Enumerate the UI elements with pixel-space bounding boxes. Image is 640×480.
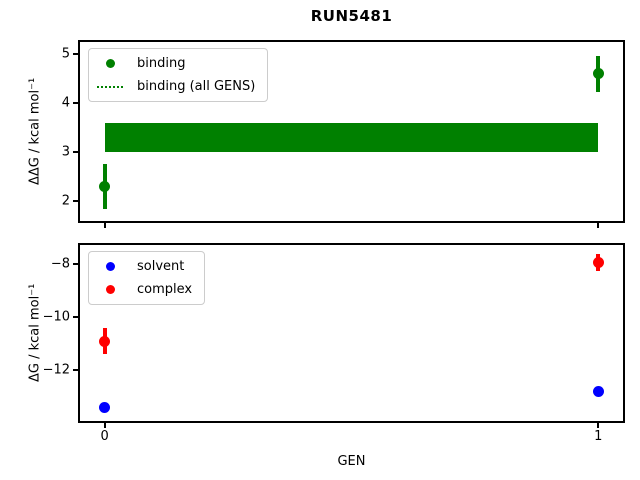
y-tick-mark <box>73 369 78 372</box>
complex-data-point <box>99 335 111 347</box>
bottom-plot-area: solvent complex −8 −10 −12 0 1 <box>43 243 625 444</box>
binding-data-point <box>592 68 604 80</box>
legend-swatch-cell <box>97 59 123 68</box>
solvent-data-point <box>99 402 111 414</box>
legend-item-complex: complex <box>97 280 192 299</box>
uncertainty-band <box>104 122 599 153</box>
binding-data-point <box>99 181 111 193</box>
legend-item-binding-all-gens: binding (all GENS) <box>97 77 255 96</box>
legend-swatch-cell <box>97 285 123 294</box>
legend-swatch-cell <box>97 85 123 88</box>
top-y-axis-label: ΔΔG / kcal mol⁻¹ <box>27 77 43 186</box>
x-tick-label: 0 <box>100 429 109 444</box>
solvent-marker-icon <box>105 262 115 271</box>
y-tick-mark <box>73 316 78 318</box>
legend-swatch-cell <box>97 262 123 271</box>
legend-label-complex: complex <box>137 282 193 297</box>
y-tick-mark <box>73 102 78 105</box>
y-tick-label: −8 <box>50 256 70 272</box>
x-tick-mark <box>597 223 600 228</box>
legend-label-binding: binding <box>137 56 186 71</box>
legend-item-binding: binding <box>97 54 255 73</box>
x-tick-mark <box>103 423 106 428</box>
top-plot-area: binding binding (all GENS) 2 3 4 5 <box>62 40 625 228</box>
binding-marker-icon <box>105 59 115 68</box>
complex-marker-icon <box>105 285 115 294</box>
legend-label-solvent: solvent <box>137 259 185 274</box>
bottom-y-axis-label: ΔG / kcal mol⁻¹ <box>27 283 43 383</box>
y-tick-label: −12 <box>42 362 70 378</box>
legend-label-binding-all-gens: binding (all GENS) <box>137 79 256 94</box>
complex-data-point <box>592 256 604 268</box>
y-tick-mark <box>73 262 78 265</box>
bottom-legend: solvent complex <box>88 251 206 305</box>
y-tick-mark <box>73 200 78 203</box>
y-tick-mark <box>73 151 78 154</box>
y-tick-label: 3 <box>61 144 70 160</box>
y-tick-label: 4 <box>61 95 70 111</box>
x-axis-label: GEN <box>337 454 366 469</box>
y-tick-label: −10 <box>42 309 70 325</box>
x-tick-mark <box>597 423 600 428</box>
x-tick-label: 1 <box>594 429 603 444</box>
dotted-line-icon <box>97 85 123 88</box>
chart-title: RUN5481 <box>310 7 393 25</box>
y-tick-mark <box>73 53 78 56</box>
solvent-data-point <box>592 386 604 398</box>
top-legend: binding binding (all GENS) <box>88 48 269 102</box>
y-tick-label: 5 <box>61 46 70 62</box>
y-tick-label: 2 <box>61 193 70 209</box>
legend-item-solvent: solvent <box>97 257 192 276</box>
x-tick-mark <box>103 223 106 228</box>
